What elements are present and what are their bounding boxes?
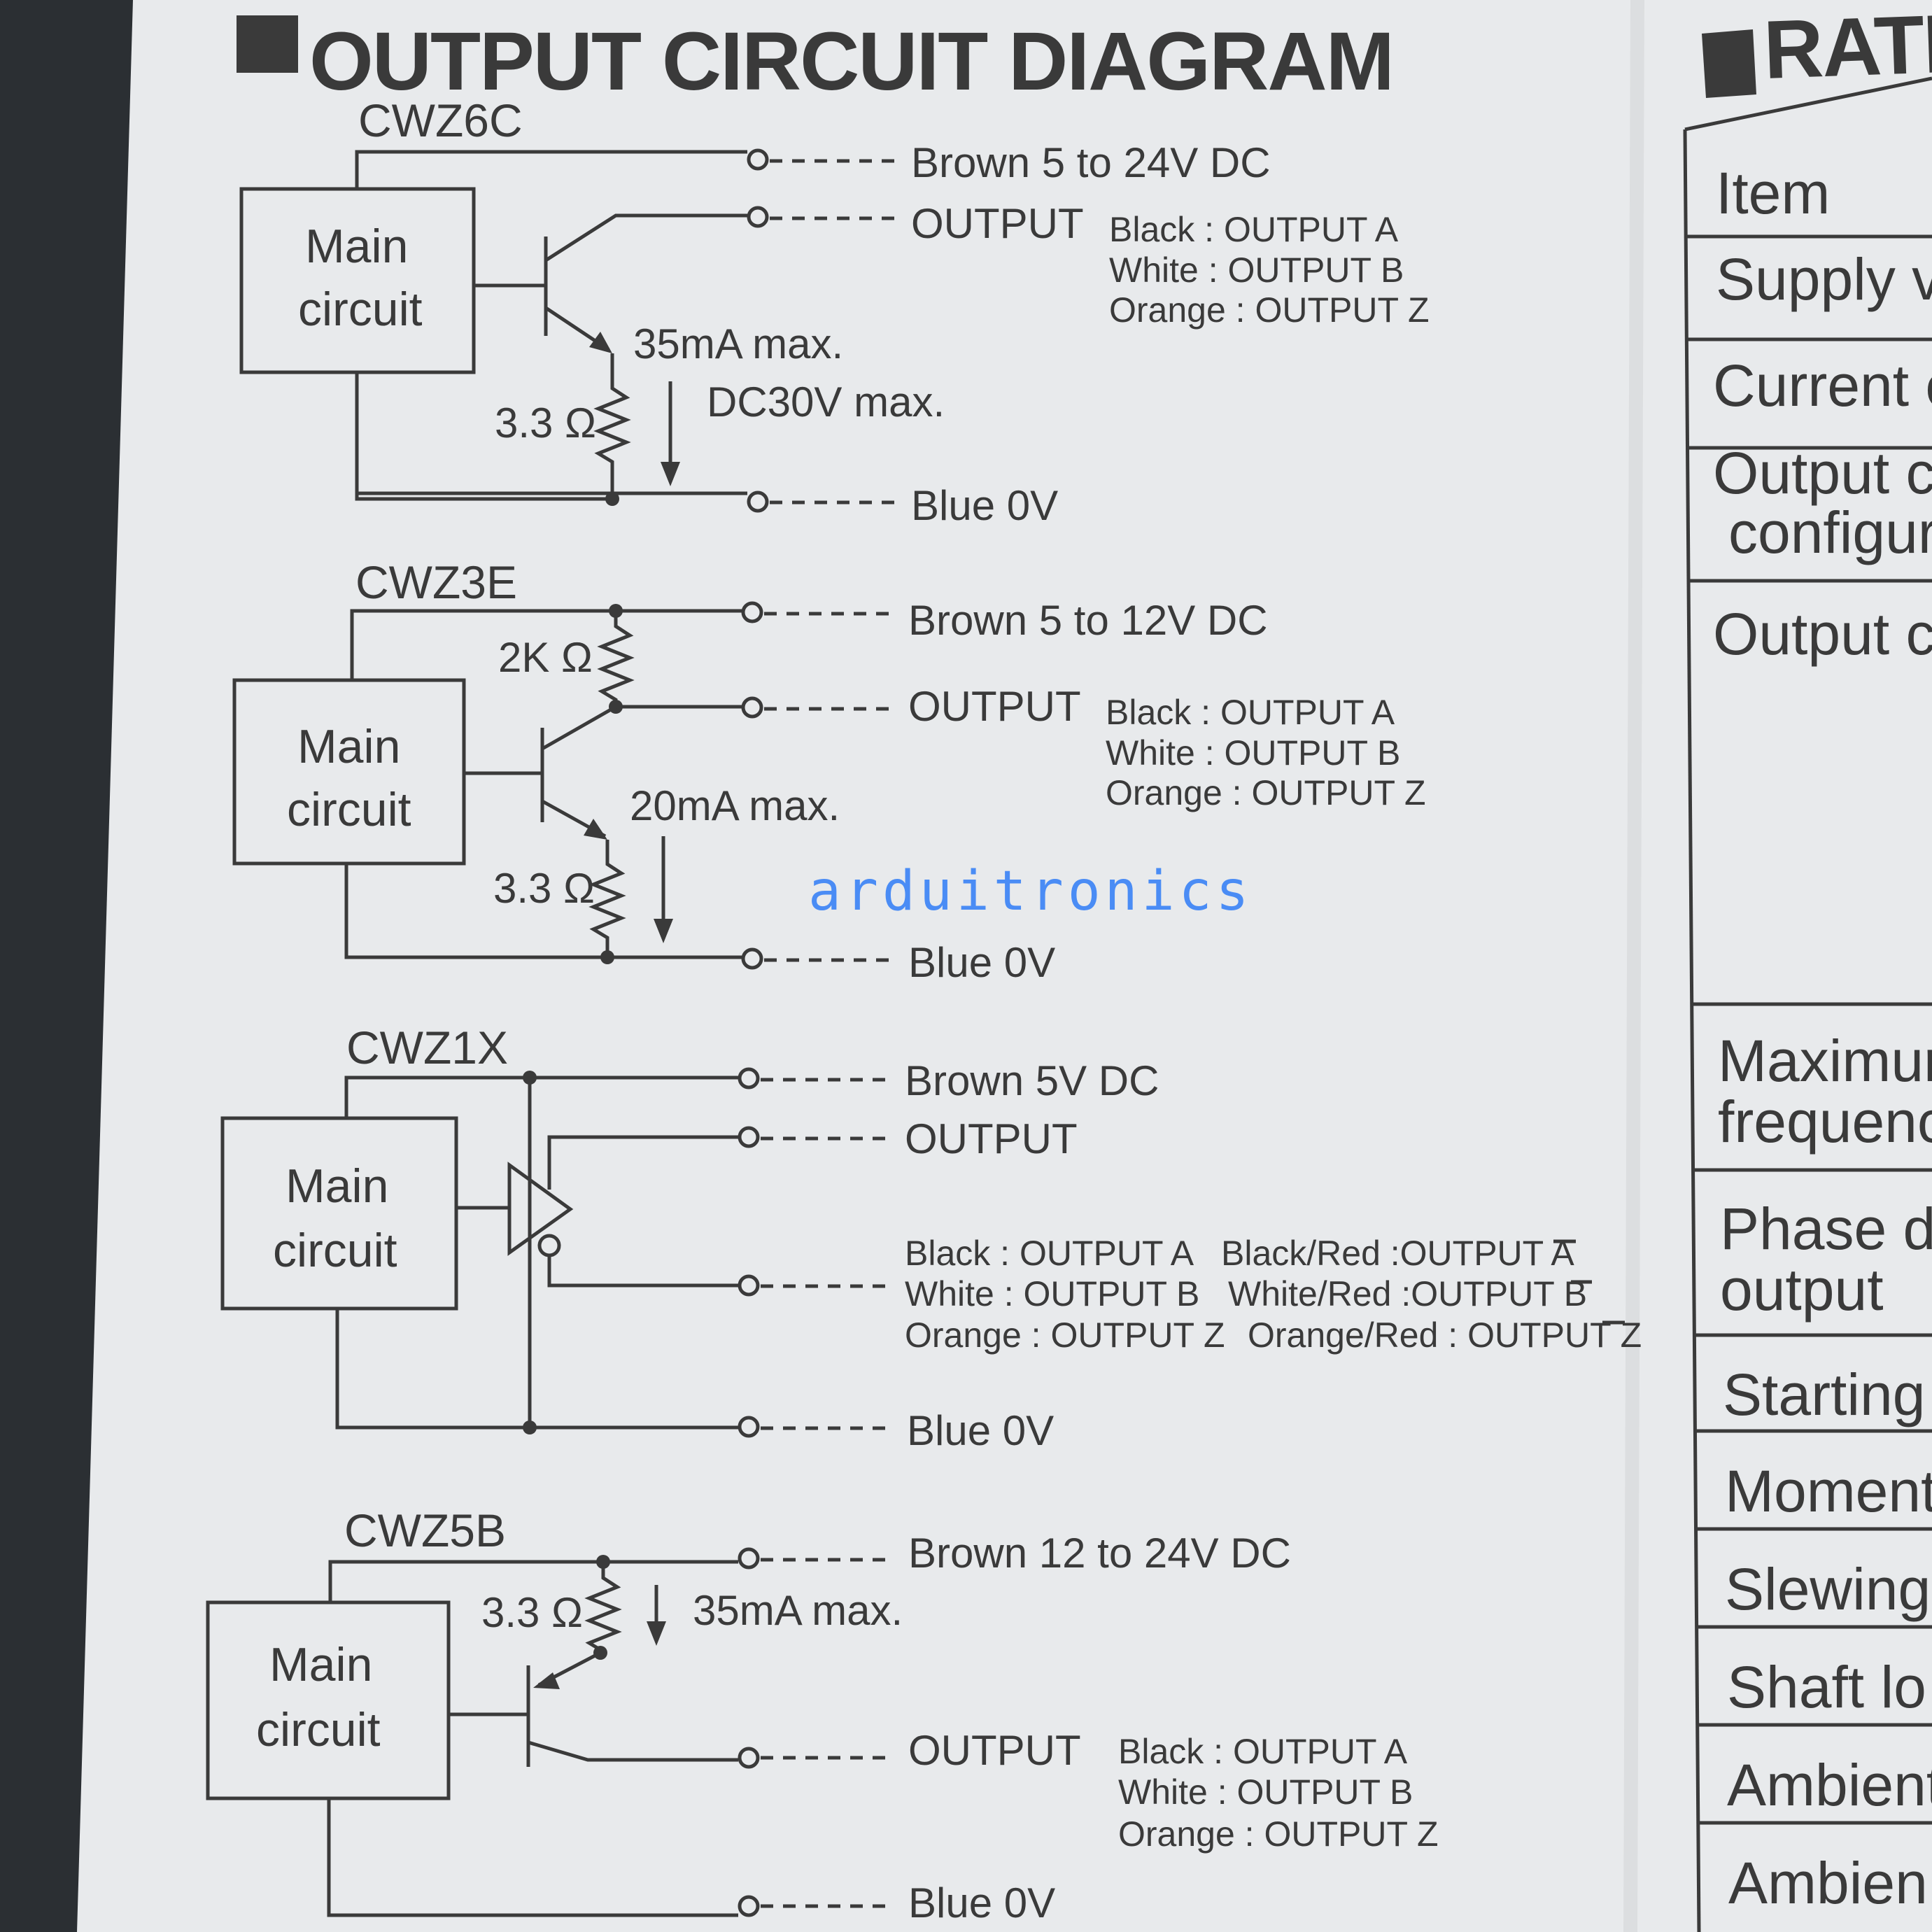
inverted-output-terminal [738, 1274, 760, 1297]
ground-terminal [747, 491, 769, 513]
resistor-value: 3.3 Ω [481, 1589, 583, 1636]
output-color: Black : OUTPUT A [1106, 693, 1395, 732]
circuit-cwz3e: CWZ3E Main circuit Brown 5 to 12V DC 2K … [232, 556, 1426, 986]
rating-row-label: Ambient [1727, 1752, 1932, 1818]
supply-lead: Brown 5V DC [905, 1057, 1159, 1104]
rating-row-label: Phase d [1720, 1196, 1932, 1262]
main-circuit-label: Main [297, 720, 400, 773]
rating-row-label: Slewing [1725, 1556, 1931, 1622]
inverted-output-color: Black/Red :OUTPUT A [1221, 1234, 1574, 1273]
main-circuit-label: Main [305, 220, 408, 273]
line-driver-icon [507, 1162, 574, 1256]
resistor-value: 3.3 Ω [493, 865, 595, 912]
model-label: CWZ1X [346, 1022, 508, 1073]
output-color: White : OUTPUT B [905, 1274, 1199, 1313]
output-lead: OUTPUT [905, 1115, 1078, 1162]
rating-row-label: Current c [1713, 353, 1932, 418]
main-circuit-label: circuit [287, 783, 411, 836]
main-circuit-label: Main [269, 1638, 372, 1691]
supply-terminal [741, 601, 763, 623]
supply-lead: Brown 12 to 24V DC [908, 1530, 1291, 1577]
main-circuit-label: circuit [273, 1224, 397, 1277]
ground-lead: Blue 0V [911, 482, 1058, 529]
main-circuit-label: circuit [298, 283, 423, 336]
circuit-cwz6c: CWZ6C Main circuit Brown 5 to 24V DC OUT… [239, 94, 1430, 529]
voltage-rating: DC30V max. [707, 379, 945, 425]
output-color: Orange : OUTPUT Z [905, 1316, 1225, 1355]
ground-terminal [738, 1416, 760, 1438]
rating-row-label: Ambien [1728, 1850, 1928, 1916]
output-terminal [738, 1126, 760, 1148]
rating-row-label: Supply v [1716, 246, 1932, 312]
model-label: CWZ5B [344, 1504, 506, 1556]
pullup-value: 2K Ω [498, 634, 593, 681]
supply-terminal [738, 1067, 760, 1090]
inverted-output-color: Orange/Red : OUTPUT Z [1248, 1316, 1642, 1355]
ratings-title-bullet [1702, 29, 1756, 98]
output-color: White : OUTPUT B [1106, 733, 1400, 773]
title-bullet [237, 15, 298, 73]
main-circuit-label: Main [285, 1159, 388, 1213]
output-color: White : OUTPUT B [1118, 1772, 1413, 1812]
ratings-table: RATI Item Supply v Current c Output c co… [1683, 0, 1932, 1932]
output-color: Orange : OUTPUT Z [1106, 773, 1426, 812]
rating-row-label: Item [1716, 160, 1830, 226]
output-terminal [741, 696, 763, 719]
output-color: Black : OUTPUT A [1109, 210, 1399, 249]
output-lead: OUTPUT [908, 1727, 1081, 1774]
rating-row-label: Maximur [1718, 1028, 1932, 1094]
supply-lead: Brown 5 to 24V DC [911, 139, 1271, 186]
current-rating: 20mA max. [630, 782, 840, 829]
model-label: CWZ3E [355, 556, 517, 608]
main-circuit-box [220, 1116, 458, 1311]
output-color: White : OUTPUT B [1109, 251, 1404, 290]
paper-sheet [77, 0, 1932, 1932]
ground-lead: Blue 0V [907, 1407, 1054, 1454]
output-terminal [738, 1747, 760, 1769]
page-title: OUTPUT CIRCUIT DIAGRAM [309, 15, 1393, 108]
ratings-title: RATI [1762, 0, 1932, 97]
ground-lead: Blue 0V [908, 939, 1055, 986]
supply-lead: Brown 5 to 12V DC [908, 597, 1268, 644]
resistor-value: 3.3 Ω [495, 400, 596, 446]
page-fold [1623, 0, 1644, 1932]
ground-lead: Blue 0V [908, 1880, 1055, 1926]
output-lead: OUTPUT [911, 200, 1084, 247]
rating-row-label: Starting [1723, 1362, 1926, 1427]
rating-row-label: Output c [1713, 601, 1932, 667]
output-terminal [747, 206, 769, 228]
model-label: CWZ6C [358, 94, 523, 146]
rating-row-label: Moment [1725, 1458, 1932, 1524]
output-color: Orange : OUTPUT Z [1109, 290, 1430, 330]
supply-terminal [747, 148, 769, 171]
rating-row-label: output [1720, 1257, 1884, 1323]
watermark: arduitronics [808, 860, 1253, 923]
rating-row-label: Shaft lo [1727, 1654, 1926, 1720]
current-rating: 35mA max. [633, 320, 843, 367]
rating-row-label: frequenc [1718, 1089, 1932, 1155]
rating-row-label: configur [1728, 500, 1932, 565]
ground-terminal [738, 1895, 760, 1917]
output-lead: OUTPUT [908, 683, 1081, 730]
output-color: Black : OUTPUT A [905, 1234, 1194, 1273]
inverted-output-color: White/Red :OUTPUT B [1228, 1274, 1587, 1313]
output-color: Orange : OUTPUT Z [1118, 1814, 1439, 1854]
main-circuit-label: circuit [256, 1703, 381, 1756]
output-color: Black : OUTPUT A [1118, 1732, 1408, 1771]
current-rating: 35mA max. [693, 1587, 903, 1634]
rating-row-label: Output c [1713, 440, 1932, 506]
circuit-cwz5b: CWZ5B Main circuit Brown 12 to 24V DC 3.… [206, 1504, 1439, 1926]
supply-terminal [738, 1547, 760, 1570]
circuit-cwz1x: CWZ1X Main circuit Brown 5V DC OUTPUT Bl… [220, 1022, 1642, 1454]
ground-terminal [741, 947, 763, 970]
